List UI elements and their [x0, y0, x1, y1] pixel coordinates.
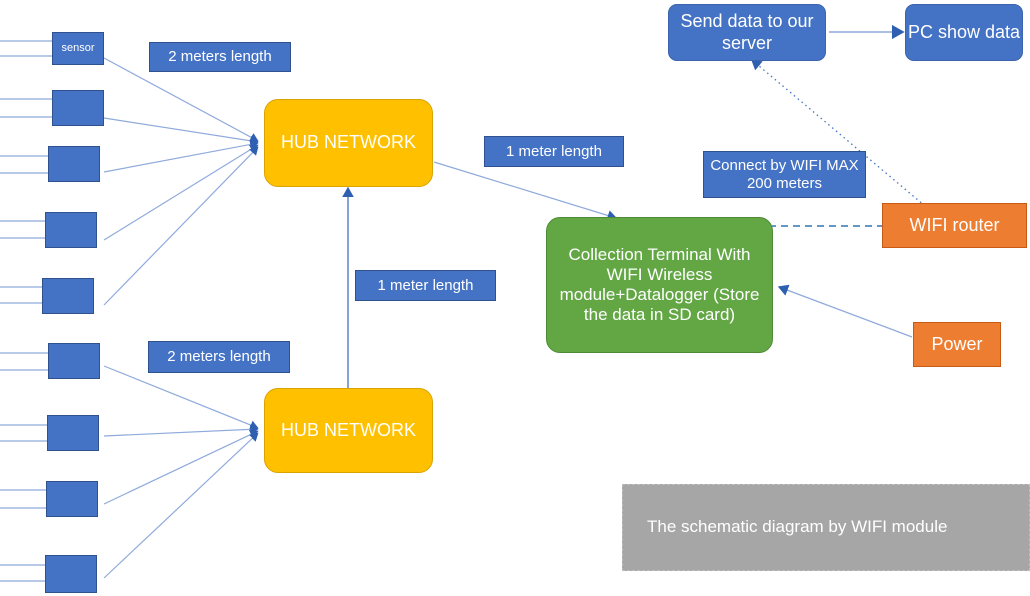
wifi-router-label: WIFI router [909, 214, 1000, 235]
pc-show-data-box[interactable]: PC show data [905, 4, 1023, 61]
wifi-range-note-text: Connect by WIFI MAX 200 meters [710, 156, 859, 192]
length-label-hub-to-hub: 1 meter length [355, 270, 496, 301]
sensor-box[interactable] [45, 212, 97, 248]
sensor-box[interactable] [47, 415, 99, 451]
length-label-text: 1 meter length [506, 142, 602, 160]
length-label-text: 1 meter length [377, 276, 474, 294]
power-label: Power [931, 333, 983, 354]
sensor-box[interactable] [48, 146, 100, 182]
sensor-box[interactable] [46, 481, 98, 517]
length-label-bottom-sensors: 2 meters length [148, 341, 290, 373]
hub-network-bottom[interactable]: HUB NETWORK [264, 388, 433, 473]
collection-terminal[interactable]: Collection Terminal With WIFI Wireless m… [546, 217, 773, 353]
wifi-range-note: Connect by WIFI MAX 200 meters [703, 151, 866, 198]
length-label-top-sensors: 2 meters length [149, 42, 291, 72]
sensor-box[interactable] [52, 90, 104, 126]
hub-network-label: HUB NETWORK [281, 132, 416, 153]
power-box[interactable]: Power [913, 322, 1001, 367]
diagram-caption-text: The schematic diagram by WIFI module [647, 517, 948, 537]
sensor-box[interactable] [45, 555, 97, 593]
send-data-label: Send data to our server [680, 11, 814, 53]
wifi-router-box[interactable]: WIFI router [882, 203, 1027, 248]
diagram-caption: The schematic diagram by WIFI module [622, 484, 1030, 571]
sensor-box[interactable] [42, 278, 94, 314]
sensor-label: sensor [61, 42, 95, 55]
send-data-to-server-box[interactable]: Send data to our server [668, 4, 826, 61]
length-label-hub-to-terminal: 1 meter length [484, 136, 624, 167]
length-label-text: 2 meters length [167, 348, 271, 366]
length-label-text: 2 meters length [168, 48, 272, 66]
sensor-box[interactable]: sensor [52, 32, 104, 65]
hub-network-top[interactable]: HUB NETWORK [264, 99, 433, 187]
sensor-box[interactable] [48, 343, 100, 379]
pc-show-data-label: PC show data [907, 21, 1021, 42]
hub-network-label: HUB NETWORK [281, 419, 416, 440]
collection-terminal-label: Collection Terminal With WIFI Wireless m… [559, 244, 760, 325]
